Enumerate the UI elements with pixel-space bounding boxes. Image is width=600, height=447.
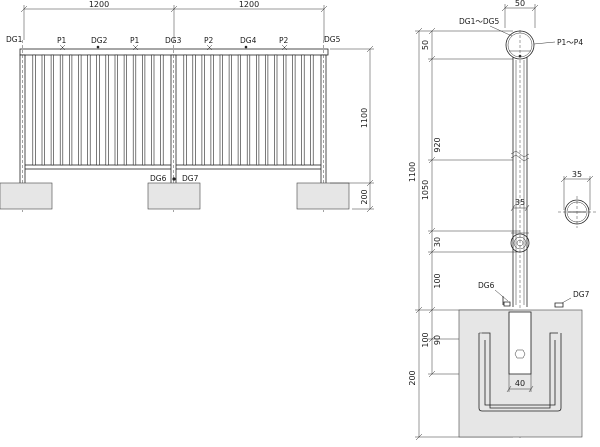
base-left xyxy=(0,182,53,210)
picket xyxy=(59,54,64,166)
picket xyxy=(50,54,54,166)
side-dim-90: 90 xyxy=(433,335,442,345)
picket xyxy=(105,54,109,166)
picket xyxy=(183,54,187,166)
picket xyxy=(283,54,287,166)
picket xyxy=(237,54,242,166)
marker-dg6: DG6 xyxy=(150,174,167,183)
picket xyxy=(255,54,260,166)
marker-p1-right: P1 xyxy=(130,36,140,45)
marker-p1-left: P1 xyxy=(57,36,67,45)
inner-dim-35: 35 xyxy=(510,198,530,212)
detail-view: 35 xyxy=(558,170,596,228)
side-dim-100-post: 100 xyxy=(433,273,442,288)
marker-p2-left: P2 xyxy=(204,36,214,45)
span-dimension: 1200 1200 xyxy=(20,0,328,40)
front-height-200: 200 xyxy=(360,189,369,204)
detail-width: 35 xyxy=(572,170,582,179)
picket xyxy=(210,54,214,166)
picket xyxy=(246,54,251,166)
base-center xyxy=(147,182,201,210)
side-total-1100: 1100 xyxy=(408,162,417,182)
picket xyxy=(142,54,146,166)
picket xyxy=(264,54,269,166)
picket xyxy=(274,54,278,166)
base-right xyxy=(296,182,350,210)
span-right-dim: 1200 xyxy=(239,0,259,9)
picket xyxy=(132,54,137,166)
front-view: 1200 1200 DG1 P1 DG2 P1 DG3 P2 DG4 P2 DG… xyxy=(0,0,374,213)
side-top-width: 50 xyxy=(515,0,525,8)
pickets xyxy=(32,54,314,166)
picket xyxy=(192,54,196,166)
cap-label: DG1～DG5 xyxy=(459,17,499,26)
side-dim-100-base: 100 xyxy=(421,332,430,347)
picket xyxy=(160,54,164,166)
side-base: 40 xyxy=(458,309,583,438)
picket xyxy=(69,54,73,166)
picket xyxy=(87,54,91,166)
picket xyxy=(201,54,205,166)
side-dg6: DG6 xyxy=(478,281,495,290)
marker-dg7: DG7 xyxy=(182,174,199,183)
picket xyxy=(78,54,82,166)
fence-panel xyxy=(19,40,329,212)
marker-p2-right: P2 xyxy=(279,36,289,45)
picket xyxy=(123,54,127,166)
rail-label: P1～P4 xyxy=(557,38,583,47)
picket xyxy=(41,54,45,166)
side-top-dim: 50 xyxy=(501,0,539,28)
front-height-1100: 1100 xyxy=(360,108,369,128)
marker-dg2: DG2 xyxy=(91,36,108,45)
side-dg7: DG7 xyxy=(573,290,590,299)
front-bases: DG6 DG7 xyxy=(0,174,350,210)
side-dim-30: 30 xyxy=(433,237,442,247)
side-dim-35-inner: 35 xyxy=(515,198,525,207)
marker-dg5: DG5 xyxy=(324,35,341,44)
side-dim-1050: 1050 xyxy=(421,180,430,200)
front-height-dims: 1100 200 xyxy=(330,45,374,213)
picket xyxy=(310,54,314,166)
picket xyxy=(32,54,36,166)
side-dim-920: 920 xyxy=(433,137,442,152)
picket xyxy=(228,54,233,166)
side-dim-50: 50 xyxy=(421,40,430,50)
side-dim-200: 200 xyxy=(408,370,417,385)
picket xyxy=(96,54,100,166)
side-view: 50 DG1～DG5 P1～P4 xyxy=(408,0,590,441)
picket xyxy=(301,54,305,166)
side-dg-markers: DG6 DG7 xyxy=(478,281,590,308)
picket xyxy=(292,54,296,166)
marker-dg1: DG1 xyxy=(6,35,23,44)
picket xyxy=(219,54,223,166)
marker-dg4: DG4 xyxy=(240,36,257,45)
side-dim-40: 40 xyxy=(515,379,525,388)
picket xyxy=(114,54,118,166)
anchor-bolt xyxy=(478,332,562,412)
picket xyxy=(151,54,155,166)
span-left-dim: 1200 xyxy=(89,0,109,9)
